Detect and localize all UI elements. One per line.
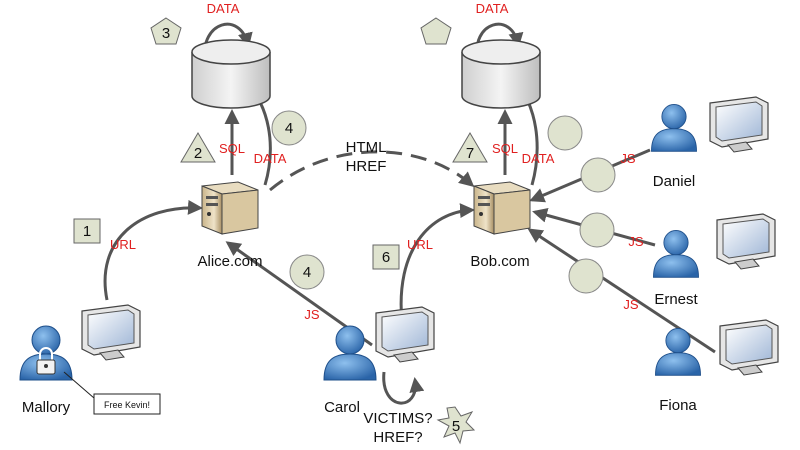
step-6-square-icon (372, 244, 400, 270)
carol-self-arrow (382, 371, 425, 405)
step-5-star-icon (436, 406, 476, 445)
alice-server-icon (201, 181, 259, 235)
fiona-js-label: JS (623, 297, 639, 312)
html-href-arrow (269, 150, 475, 192)
step-markers: 3 2 7 4 4 1 6 5 (73, 17, 616, 445)
step-7-triangle-icon (452, 132, 488, 163)
fiona-monitor-icon (719, 319, 779, 376)
bob-database-icon (461, 39, 541, 109)
free-kevin-text: Free Kevin! (104, 400, 150, 410)
ernest-label: Ernest (654, 291, 698, 308)
step-1-label: 1 (83, 223, 91, 240)
carol-person-icon (323, 325, 377, 381)
ernest-monitor-icon (716, 213, 776, 270)
bob-db-data-label: DATA (476, 1, 509, 16)
step-4b-label: 4 (303, 264, 311, 281)
href-label: HREF (346, 158, 387, 175)
empty-circle-icon-4 (568, 258, 604, 294)
bob-label: Bob.com (470, 253, 529, 270)
step-5-label: 5 (452, 418, 460, 435)
step-3-label: 3 (162, 25, 170, 42)
step-4-circle-icon (271, 110, 307, 146)
carol-monitor-icon (375, 306, 435, 363)
carol-url-label: URL (407, 237, 433, 252)
mallory-url-label: URL (110, 237, 136, 252)
daniel-monitor-icon (709, 96, 769, 153)
free-kevin-callout: Free Kevin! (63, 371, 161, 415)
alice-db-data-label: DATA (207, 1, 240, 16)
step-4b-circle-icon (289, 254, 325, 290)
padlock-icon (36, 347, 56, 375)
carol-url-arrow (399, 203, 475, 323)
daniel-js-label: JS (620, 151, 636, 166)
bob-sql-label: SQL (492, 141, 518, 156)
mallory-url-arrow (103, 199, 203, 301)
carol-label: Carol (324, 399, 360, 416)
step-3-pentagon-icon (150, 17, 182, 45)
daniel-person-icon (650, 103, 698, 152)
alice-label: Alice.com (197, 253, 262, 270)
ernest-js-label: JS (628, 234, 644, 249)
node-labels: HTML HREF Alice.com Bob.com Mallory Caro… (22, 139, 699, 446)
ernest-person-icon (652, 229, 700, 278)
alice-sql-label: SQL (219, 141, 245, 156)
mallory-monitor-icon (81, 304, 141, 361)
step-1-square-icon (73, 218, 101, 244)
step-2-label: 2 (194, 145, 202, 162)
empty-pentagon-icon (420, 17, 452, 45)
victims-label: VICTIMS? (363, 410, 432, 427)
href-question-label: HREF? (373, 429, 422, 446)
html-label: HTML (346, 139, 387, 156)
step-4-label: 4 (285, 120, 293, 137)
step-6-label: 6 (382, 249, 390, 266)
empty-circle-icon-2 (580, 157, 616, 193)
fiona-person-icon (654, 327, 702, 376)
step-2-triangle-icon (180, 132, 216, 163)
bob-server-icon (473, 181, 531, 235)
bob-data-label: DATA (522, 151, 555, 166)
daniel-label: Daniel (653, 173, 696, 190)
carol-js-label: JS (304, 307, 320, 322)
empty-circle-icon-1 (547, 115, 583, 151)
edge-labels: DATA DATA SQL SQL DATA DATA URL URL JS J… (110, 1, 644, 322)
alice-database-icon (191, 39, 271, 109)
step-7-label: 7 (466, 145, 474, 162)
alice-data-label: DATA (254, 151, 287, 166)
mallory-label: Mallory (22, 399, 71, 416)
empty-circle-icon-3 (579, 212, 615, 248)
fiona-label: Fiona (659, 397, 697, 414)
